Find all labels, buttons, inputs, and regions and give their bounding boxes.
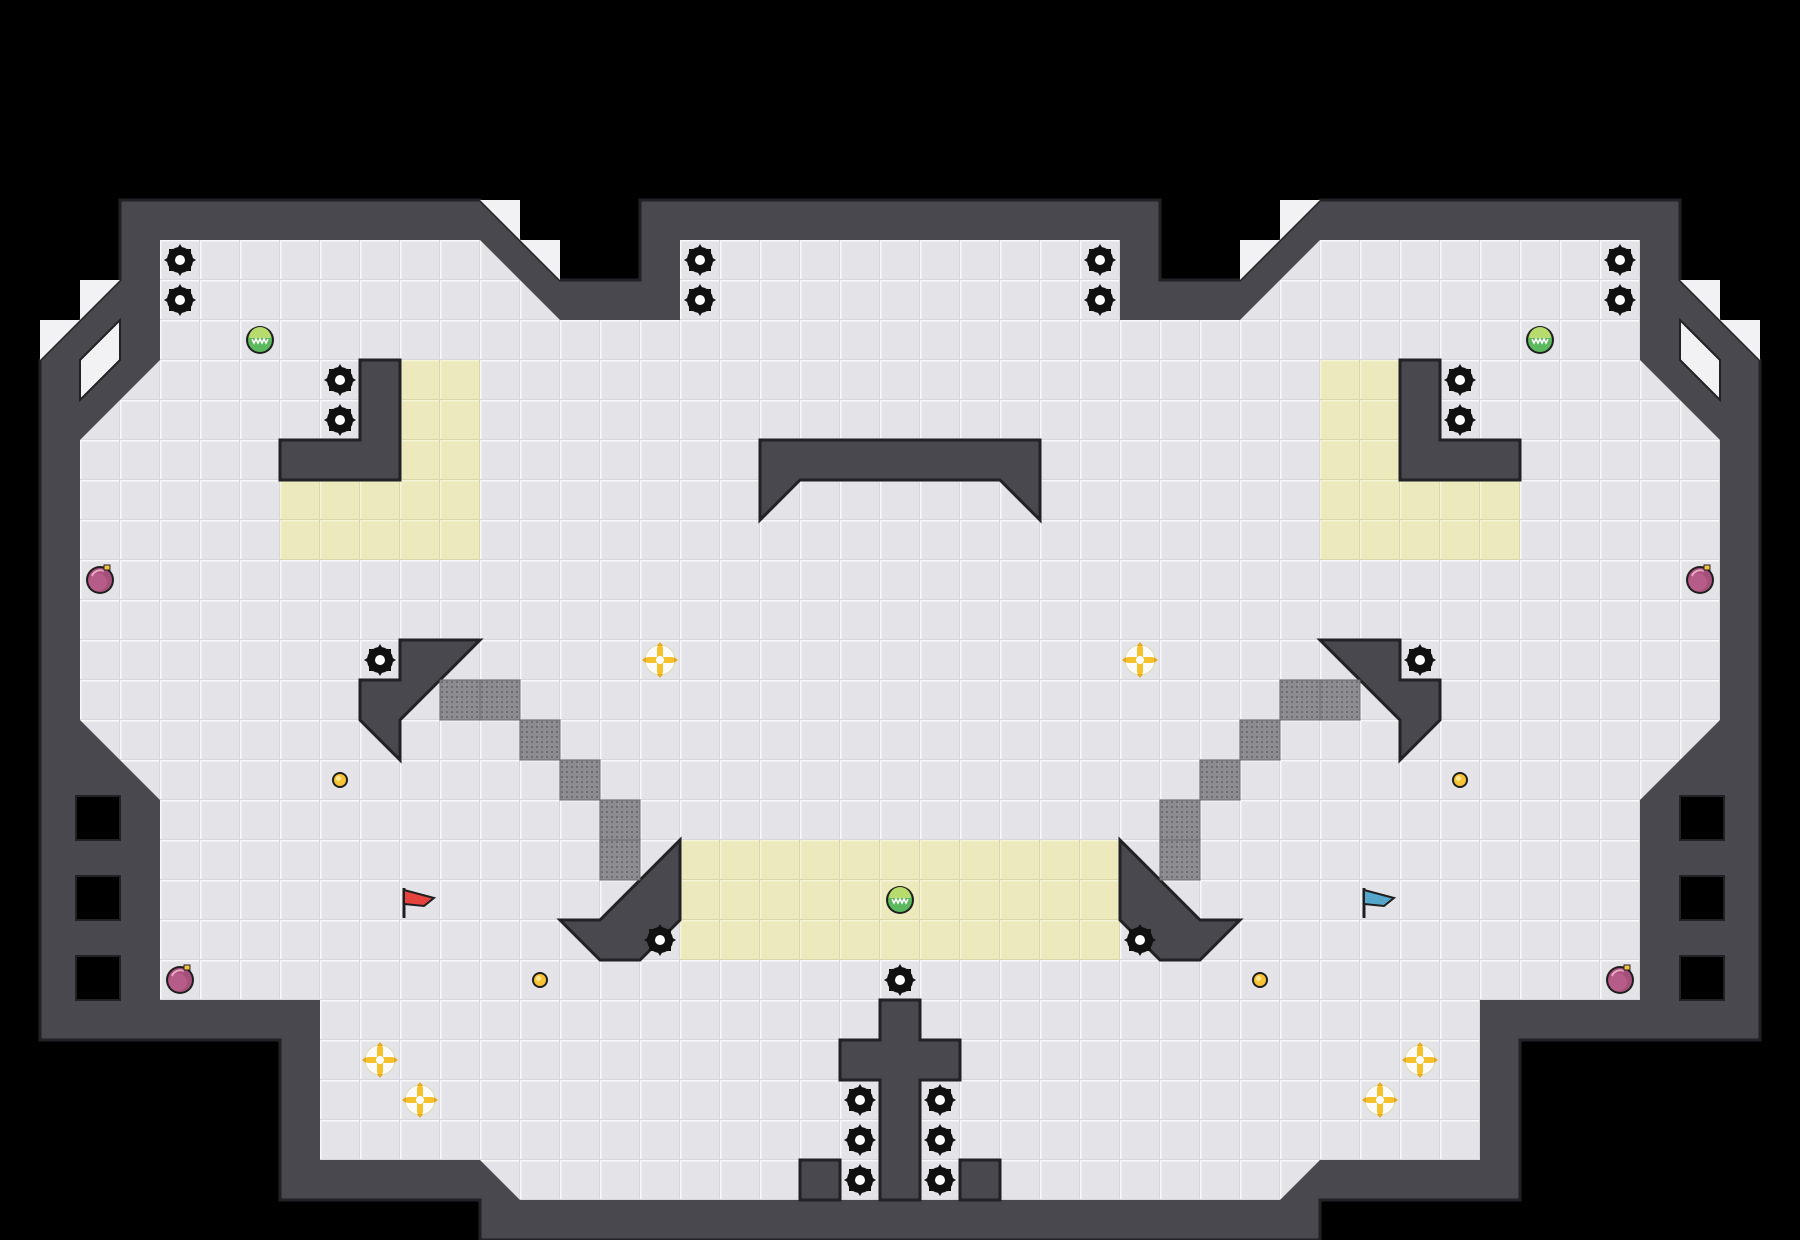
- zone-left: [280, 360, 480, 560]
- powerup-orb-icon: [885, 885, 915, 915]
- grate-tile: [1279, 679, 1321, 721]
- button-icon: [332, 772, 348, 788]
- inner-walls: [278, 358, 1522, 1202]
- grate-tile: [599, 799, 641, 841]
- button-icon: [532, 972, 548, 988]
- wall-bottom-t: [838, 998, 962, 1202]
- window: [1679, 795, 1725, 841]
- window: [1679, 875, 1725, 921]
- red-flag: [402, 888, 437, 918]
- grate-tile: [1199, 759, 1241, 801]
- wall-highlights: [40, 200, 1760, 360]
- button-icon: [1252, 972, 1268, 988]
- wall-left-l: [278, 358, 402, 482]
- grate-tile: [1159, 799, 1201, 841]
- button-icon: [1452, 772, 1468, 788]
- powerup-orb-icon: [1525, 325, 1555, 355]
- grate-tile: [479, 679, 521, 721]
- wall-top-center: [758, 438, 1042, 524]
- grate-tile: [519, 719, 561, 761]
- wall-left-wedge: [358, 638, 484, 764]
- wall-right-wedge: [1316, 638, 1442, 764]
- wall-right-l: [1398, 358, 1522, 482]
- window: [79, 317, 121, 403]
- wall-windows: [75, 317, 1725, 1001]
- wall-bottom-nub-left: [798, 1158, 842, 1202]
- floor-shape: [80, 240, 1720, 1200]
- grate-tile: [559, 759, 601, 801]
- flag-icon: [403, 888, 437, 908]
- window: [1679, 955, 1725, 1001]
- window: [75, 955, 121, 1001]
- grate-tile: [1319, 679, 1361, 721]
- window: [75, 875, 121, 921]
- grate-tile: [599, 839, 641, 881]
- powerup-orb-icon: [245, 325, 275, 355]
- grate-tile: [439, 679, 481, 721]
- window: [1679, 317, 1721, 403]
- wall-bottom-nub-right: [958, 1158, 1002, 1202]
- blue-flag: [1362, 888, 1397, 918]
- window: [75, 795, 121, 841]
- flag-icon: [1363, 888, 1397, 908]
- zone-right: [1320, 360, 1520, 560]
- grate-tile: [1159, 839, 1201, 881]
- arena-floor: [80, 240, 1720, 1200]
- grate-tile: [1239, 719, 1281, 761]
- grate-tiles: [439, 679, 1361, 881]
